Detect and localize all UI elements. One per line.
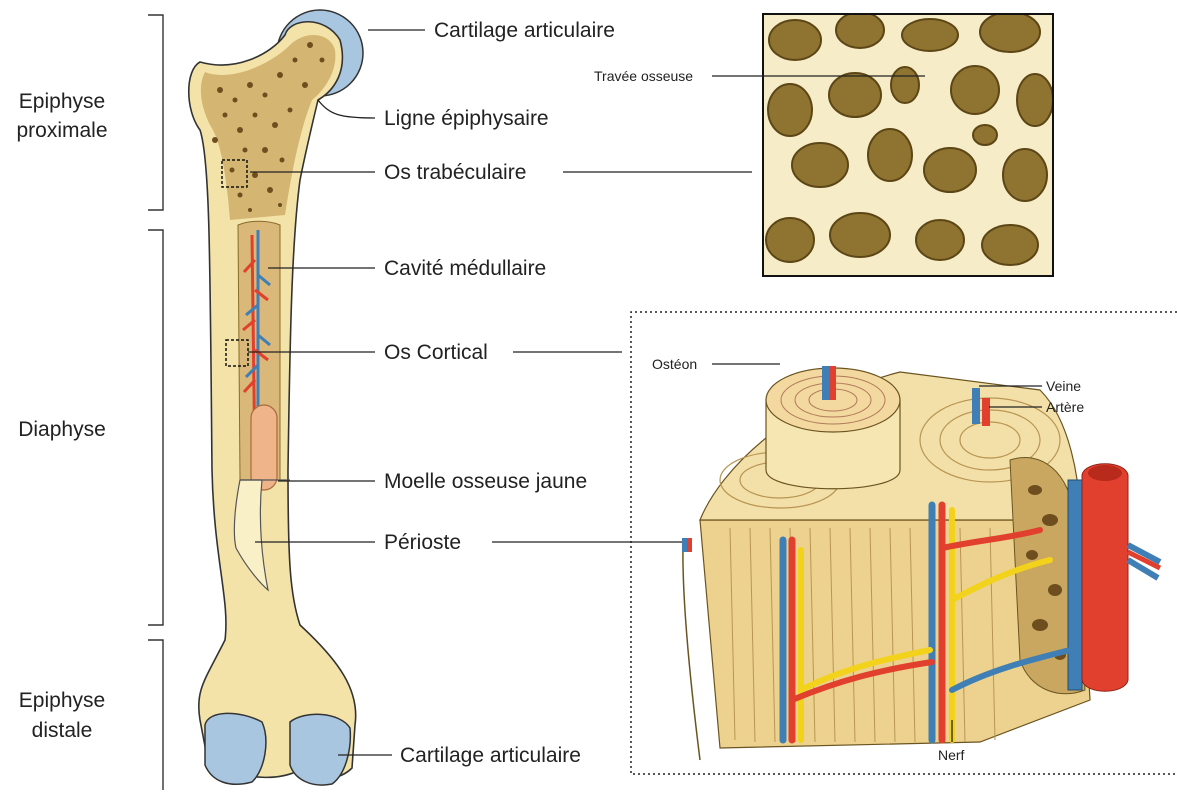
distal-cartilage-right <box>290 714 350 785</box>
label-epiphyseal-line: Ligne épiphysaire <box>384 107 549 130</box>
top-vein <box>972 388 980 424</box>
label-diaphysis: Diaphyse <box>18 418 106 441</box>
label-cortical-bone: Os Cortical <box>384 341 488 364</box>
label-trabecular-bone: Os trabéculaire <box>384 161 526 184</box>
label-artery: Artère <box>1046 399 1084 415</box>
cortical-inset: Ostéon Veine Artère Nerf <box>631 312 1177 774</box>
osteon-vein <box>822 366 829 400</box>
top-artery <box>982 398 990 426</box>
label-proximal-epiphysis-1: Epiphyse <box>19 90 105 113</box>
leader-epiphyseal-line <box>318 100 375 118</box>
label-nerve: Nerf <box>938 747 965 763</box>
big-vein <box>1068 480 1082 690</box>
distal-cartilage-left <box>205 713 266 784</box>
label-distal-epiphysis-1: Epiphyse <box>19 689 105 712</box>
label-vein: Veine <box>1046 378 1081 394</box>
trabecular-inset: Travée osseuse <box>594 12 1053 276</box>
label-periosteum: Périoste <box>384 531 461 554</box>
yellow-marrow <box>251 405 277 490</box>
bracket-proximal-epiphysis <box>148 15 163 210</box>
femur-illustration <box>189 10 363 785</box>
label-distal-epiphysis-2: distale <box>32 719 93 742</box>
big-artery-lumen <box>1088 465 1122 481</box>
label-yellow-marrow: Moelle osseuse jaune <box>384 470 587 493</box>
label-osteon: Ostéon <box>652 356 697 372</box>
label-proximal-epiphysis-2: proximale <box>16 119 107 142</box>
label-cartilage-bottom: Cartilage articulaire <box>400 744 581 767</box>
label-trabecula: Travée osseuse <box>594 68 693 84</box>
cortical-periosteum <box>683 545 700 760</box>
periosteum-vessel-blue <box>682 538 687 552</box>
label-medullary-cavity: Cavité médullaire <box>384 257 546 280</box>
periosteum-vessel-red <box>687 538 692 552</box>
bracket-diaphysis <box>148 230 163 625</box>
bracket-distal-epiphysis <box>148 640 163 790</box>
big-artery <box>1082 464 1128 692</box>
osteon-artery <box>829 366 836 400</box>
label-cartilage-top: Cartilage articulaire <box>434 19 615 42</box>
